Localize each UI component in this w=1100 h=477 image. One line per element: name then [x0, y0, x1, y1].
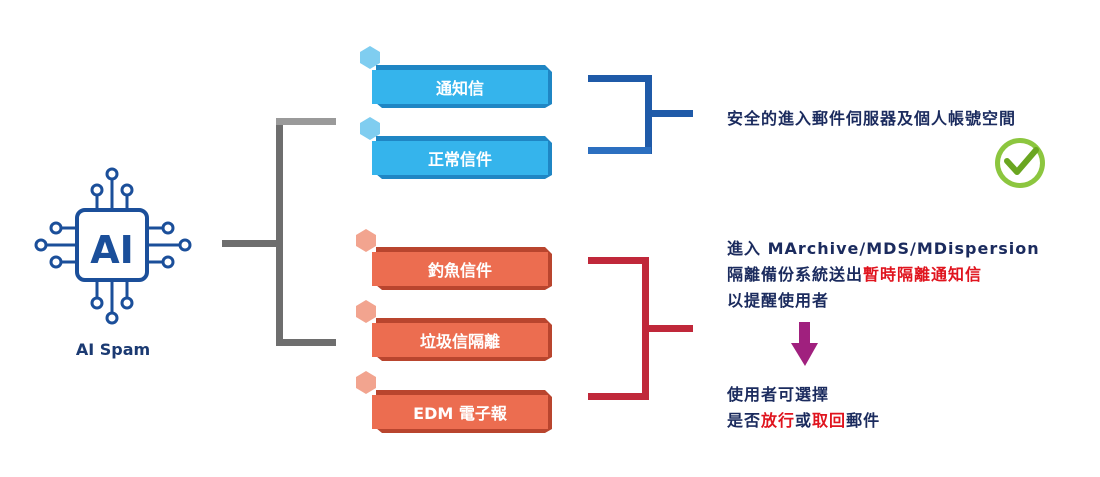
check-icon — [995, 138, 1045, 188]
hexagon-decorations — [356, 46, 380, 394]
quarantine-line-3: 以提醒使用者 — [727, 291, 830, 310]
down-arrow-icon — [791, 322, 818, 366]
highlight-text: 放行 — [761, 411, 796, 430]
category-spam-quarantine: 垃圾信隔離 — [372, 323, 548, 357]
box-shadows — [376, 65, 552, 433]
category-label: 通知信 — [435, 79, 484, 98]
category-label: EDM 電子報 — [413, 404, 507, 423]
safe-outcome-text: 安全的進入郵件伺服器及個人帳號空間 — [727, 109, 1017, 128]
category-label: 正常信件 — [427, 150, 492, 169]
text: 或 — [795, 411, 813, 430]
category-notification: 通知信 — [372, 70, 548, 104]
ai-chip-text: AI — [90, 228, 134, 272]
category-normal: 正常信件 — [372, 141, 548, 175]
quarantine-line-1: 進入 MArchive/MDS/MDispersion — [727, 239, 1040, 258]
text: 隔離備份系統送出 — [727, 265, 864, 284]
category-edm: EDM 電子報 — [372, 395, 548, 429]
quarantine-line-2: 隔離備份系統送出暫時隔離通知信 — [727, 261, 982, 285]
ai-spam-label: AI Spam — [75, 340, 151, 359]
gray-bracket — [222, 118, 336, 346]
ai-chip-icon — [34, 167, 192, 325]
choice-line-2: 是否放行或取回郵件 — [727, 407, 880, 431]
category-label: 垃圾信隔離 — [419, 332, 500, 351]
highlight-text: 取回 — [812, 411, 847, 430]
red-bracket — [588, 257, 693, 400]
category-phishing: 釣魚信件 — [372, 252, 548, 286]
blue-bracket — [588, 75, 693, 154]
choice-line-1: 使用者可選擇 — [727, 385, 830, 404]
text: 是否 — [727, 411, 762, 430]
category-label: 釣魚信件 — [427, 261, 492, 280]
text: 郵件 — [846, 411, 881, 430]
highlight-text: 暫時隔離通知信 — [863, 265, 983, 284]
